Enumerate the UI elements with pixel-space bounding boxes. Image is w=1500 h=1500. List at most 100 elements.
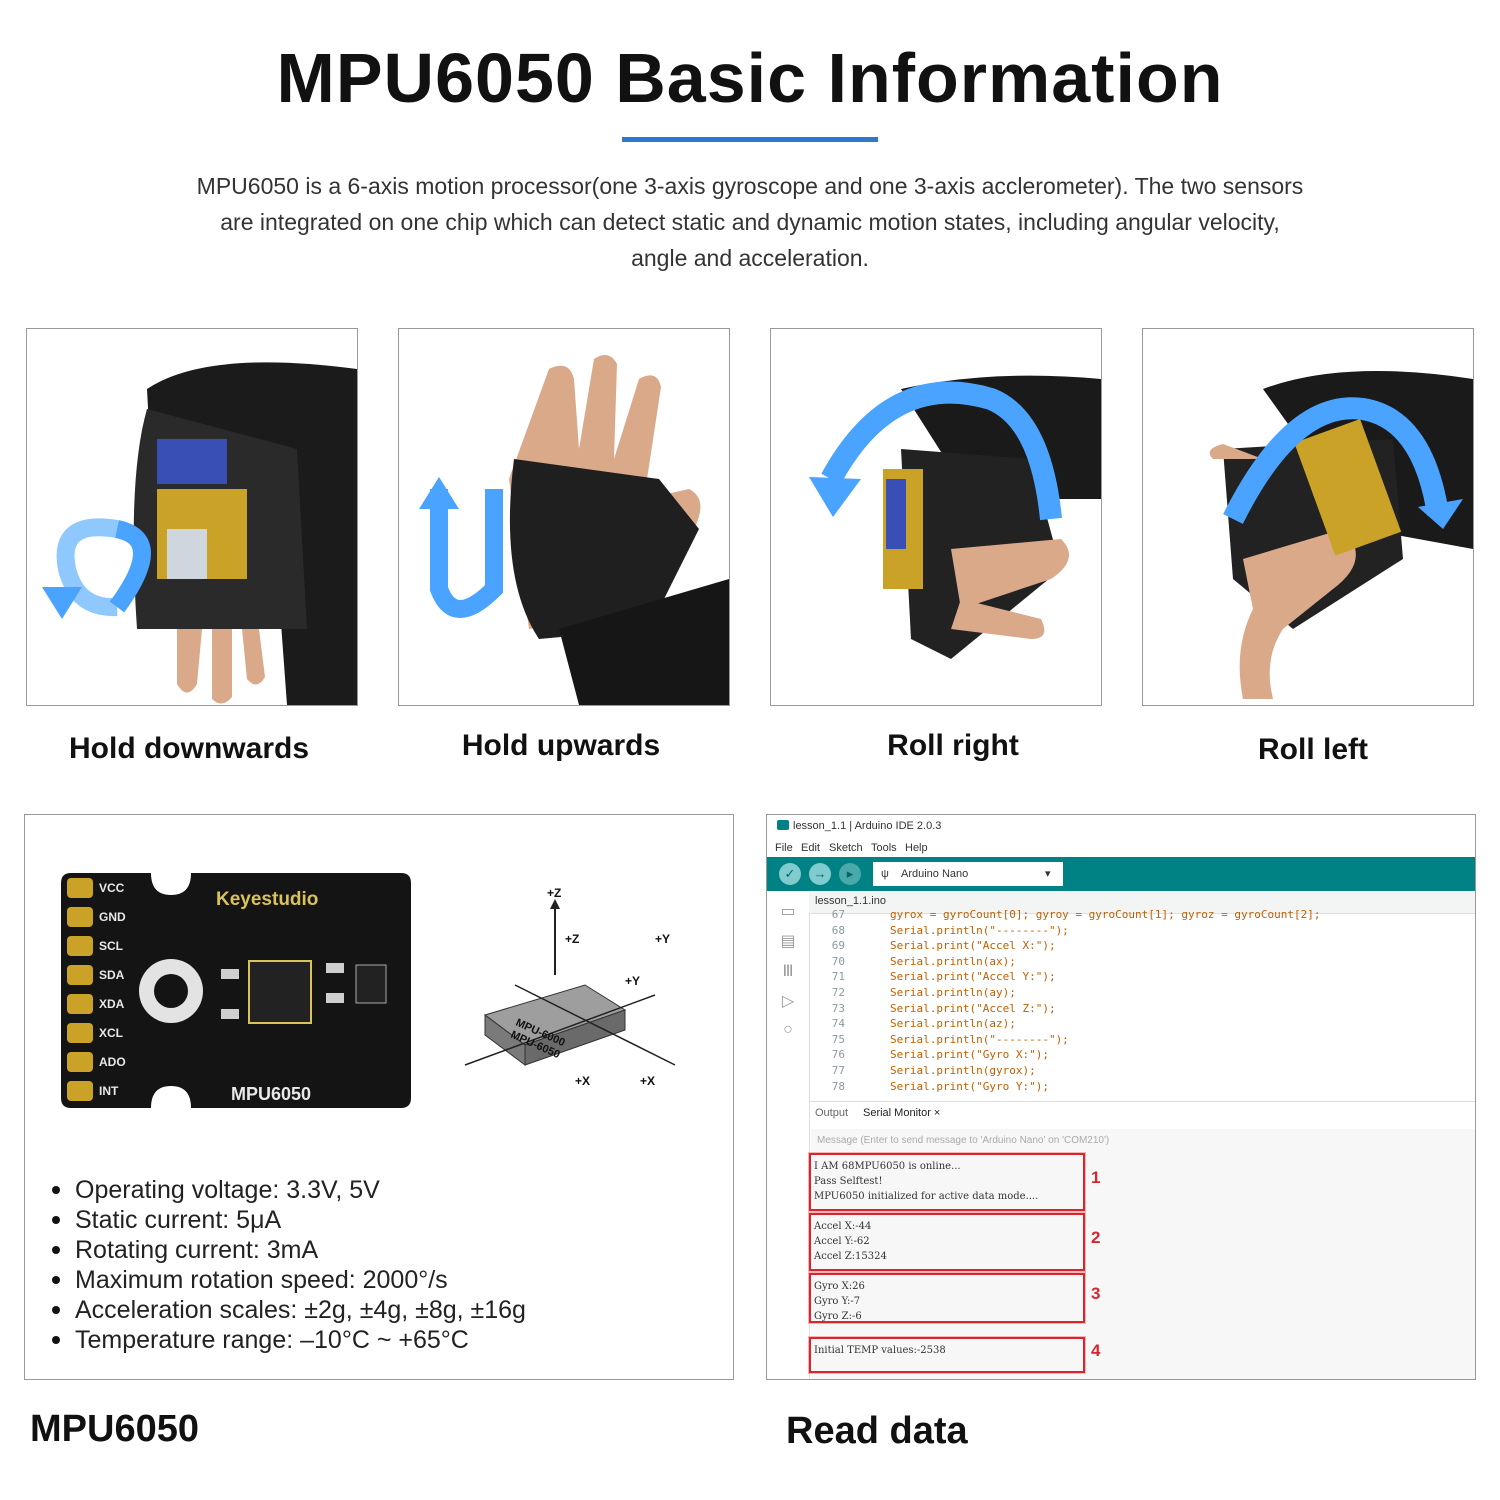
usb-icon: ψ xyxy=(881,868,889,880)
code-line: 78 Serial.print("Gyro Y:"); xyxy=(809,1079,1475,1095)
code-text: gyrox = gyroCount[0]; gyroy = gyroCount[… xyxy=(890,908,1321,921)
code-text: Serial.println(az); xyxy=(890,1017,1016,1031)
serial-group-box: Gyro X:26 Gyro Y:-7 Gyro Z:-6 xyxy=(809,1273,1085,1323)
board-manager-icon[interactable]: ▤ xyxy=(780,933,796,950)
spec-item: Rotating current: 3mA xyxy=(48,1235,526,1265)
debug-button[interactable]: ▸ xyxy=(839,863,861,885)
svg-text:+Y: +Y xyxy=(655,932,670,946)
ide-toolbar: ✓ → ▸ ψ Arduino Nano ▾ xyxy=(767,857,1475,891)
code-line: 72 Serial.println(ay); xyxy=(809,985,1475,1001)
code-line: 75 Serial.println("--------"); xyxy=(809,1032,1475,1048)
intro-text: MPU6050 is a 6-axis motion processor(one… xyxy=(196,173,1304,271)
ide-sidebar: ▭ ▤ Ⅲ ▷ ○ xyxy=(767,891,810,1379)
svg-text:GND: GND xyxy=(99,910,126,924)
spec-item: Temperature range: –10°C ~ +65°C xyxy=(48,1325,526,1355)
serial-group-number: 3 xyxy=(1091,1284,1101,1303)
file-tab-bar: lesson_1.1.ino xyxy=(809,891,1475,914)
down-arrow-icon xyxy=(42,587,82,619)
folder-icon[interactable]: ▭ xyxy=(780,903,796,920)
line-number: 75 xyxy=(831,1032,845,1046)
line-number: 76 xyxy=(831,1048,845,1062)
code-line: 70 Serial.println(ax); xyxy=(809,954,1475,970)
code-text: Serial.println(ay); xyxy=(890,985,1016,999)
line-number: 72 xyxy=(831,985,845,999)
battery-icon xyxy=(157,439,227,484)
code-text: Serial.print("Gyro Y:"); xyxy=(890,1079,1049,1093)
window-title: lesson_1.1 | Arduino IDE 2.0.3 xyxy=(793,820,942,832)
library-icon[interactable]: Ⅲ xyxy=(782,963,794,980)
debug-icon[interactable]: ▷ xyxy=(781,993,795,1010)
svg-text:+X: +X xyxy=(640,1074,655,1088)
photo-roll-left xyxy=(1142,328,1474,706)
menu-file[interactable]: File xyxy=(775,842,793,854)
menu-edit[interactable]: Edit xyxy=(801,842,820,854)
roll-right-arrow-icon xyxy=(809,477,861,517)
search-icon[interactable]: ○ xyxy=(783,1021,793,1038)
spec-item: Operating voltage: 3.3V, 5V xyxy=(48,1175,526,1205)
up-arrow-icon xyxy=(419,477,459,509)
caption-hold-downwards: Hold downwards xyxy=(69,732,309,765)
title-underline xyxy=(622,137,878,142)
ide-caption: Read data xyxy=(786,1410,968,1452)
spec-item: Static current: 5μA xyxy=(48,1205,526,1235)
svg-text:SDA: SDA xyxy=(99,968,125,982)
caption-hold-upwards: Hold upwards xyxy=(461,729,661,762)
line-number: 70 xyxy=(831,954,845,968)
serial-group-number: 1 xyxy=(1091,1168,1101,1187)
line-number: 73 xyxy=(831,1001,845,1015)
line-number: 71 xyxy=(831,970,845,984)
code-line: 67 gyrox = gyroCount[0]; gyroy = gyroCoun… xyxy=(809,907,1475,923)
page-title: MPU6050 Basic Information xyxy=(276,39,1224,117)
line-number: 67 xyxy=(831,908,845,921)
arduino-logo-icon xyxy=(777,820,789,830)
upload-button[interactable]: → xyxy=(809,863,831,885)
menu-bar: File Edit Sketch Tools Help xyxy=(767,839,1475,857)
line-number: 78 xyxy=(831,1079,845,1093)
code-text: Serial.println("--------"); xyxy=(890,1032,1069,1046)
board-selector[interactable]: ψ Arduino Nano ▾ xyxy=(873,862,1063,886)
axis-diagram: MPU-6000 MPU-6050 +Z +Z +Y +Y +X +X xyxy=(464,886,676,1088)
module-panel: VCC GND SCL SDA XDA XCL ADO INT Keyestud… xyxy=(24,814,734,1380)
close-icon[interactable]: × xyxy=(933,1107,941,1119)
svg-text:+Y: +Y xyxy=(625,974,640,988)
serial-group-box: Initial TEMP values:-2538 xyxy=(809,1337,1085,1373)
caption-roll-right: Roll right xyxy=(887,729,1019,762)
verify-button[interactable]: ✓ xyxy=(779,863,801,885)
serial-text: I AM 68MPU6050 is online... Pass Selftes… xyxy=(814,1161,1039,1202)
serial-group-number: 4 xyxy=(1091,1341,1101,1360)
tab-serial-monitor[interactable]: Serial Monitor × xyxy=(863,1107,941,1119)
tab-output[interactable]: Output xyxy=(815,1107,849,1119)
photo-roll-right xyxy=(770,328,1102,706)
svg-text:VCC: VCC xyxy=(99,881,125,895)
menu-tools[interactable]: Tools xyxy=(871,842,897,854)
serial-group-box: Accel X:-44 Accel Y:-62 Accel Z:15324 xyxy=(809,1213,1085,1271)
code-text: Serial.println("--------"); xyxy=(890,923,1069,937)
svg-text:+Z: +Z xyxy=(547,886,561,900)
chevron-down-icon: ▾ xyxy=(1045,868,1051,880)
svg-text:XDA: XDA xyxy=(99,997,125,1011)
serial-text: Accel X:-44 Accel Y:-62 Accel Z:15324 xyxy=(814,1221,887,1262)
serial-group-number: 2 xyxy=(1091,1228,1101,1247)
code-text: Serial.print("Accel Z:"); xyxy=(890,1001,1056,1015)
code-text: Serial.println(gyrox); xyxy=(890,1063,1036,1077)
menu-sketch[interactable]: Sketch xyxy=(829,842,863,854)
photo-hold-downwards xyxy=(26,328,358,706)
svg-text:INT: INT xyxy=(99,1084,119,1098)
caption-roll-left: Roll left xyxy=(1258,733,1368,766)
board-brand-label: Keyestudio xyxy=(216,889,318,910)
roll-left-arrow-icon xyxy=(1418,499,1463,529)
serial-text: Initial TEMP values:-2538 xyxy=(814,1345,946,1356)
line-number: 69 xyxy=(831,939,845,953)
tab-file[interactable]: lesson_1.1.ino xyxy=(815,895,886,907)
serial-text: Gyro X:26 Gyro Y:-7 Gyro Z:-6 xyxy=(814,1281,865,1322)
svg-text:SCL: SCL xyxy=(99,939,123,953)
code-editor[interactable]: 67 gyrox = gyroCount[0]; gyroy = gyroCoun… xyxy=(809,908,1475,1095)
spec-item: Maximum rotation speed: 2000°/s xyxy=(48,1265,526,1295)
message-input[interactable]: Message (Enter to send message to 'Ardui… xyxy=(817,1135,1110,1146)
module-caption: MPU6050 xyxy=(30,1408,199,1450)
code-text: Serial.println(ax); xyxy=(890,954,1016,968)
menu-help[interactable]: Help xyxy=(905,842,928,854)
